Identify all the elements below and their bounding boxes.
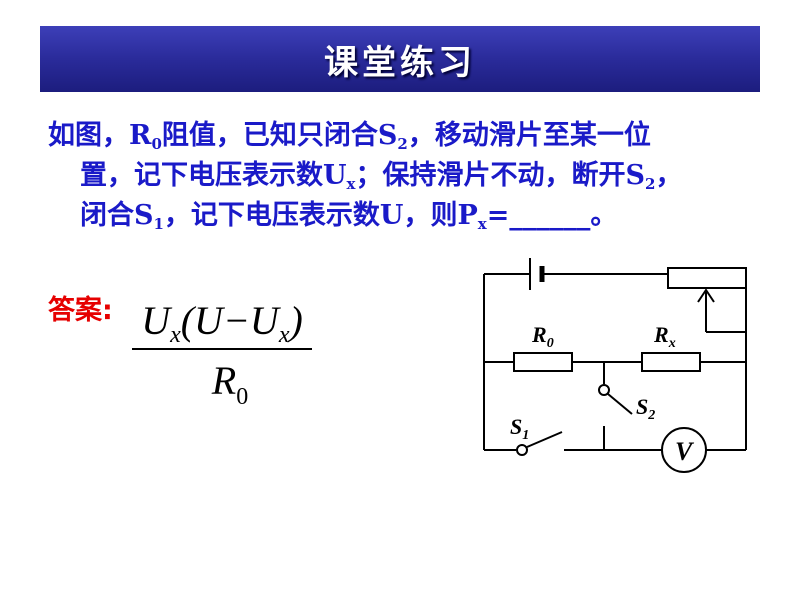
label-s2: S2 bbox=[636, 394, 655, 423]
question-line-1: 如图，R0阻值，已知只闭合S2，移动滑片至某一位 bbox=[48, 116, 760, 156]
switch-s2-pivot bbox=[598, 384, 610, 396]
slider-arrow-icon bbox=[697, 288, 715, 303]
formula-denominator: R0 bbox=[132, 356, 312, 409]
label-rx: Rx bbox=[653, 322, 676, 351]
resistor-rx bbox=[641, 352, 701, 372]
switch-s1-pivot bbox=[516, 444, 528, 456]
rheostat-body bbox=[667, 267, 747, 289]
q1-part-b: 阻值，已知只闭合S bbox=[161, 120, 398, 151]
den-sub-0: 0 bbox=[236, 384, 249, 410]
page-title: 课堂练习 bbox=[324, 42, 476, 83]
q1-sub-b: 2 bbox=[397, 135, 408, 153]
title-bar: 课堂练习 bbox=[40, 26, 760, 92]
q2-sub-a: x bbox=[346, 175, 356, 193]
label-s1: S1 bbox=[510, 414, 529, 443]
num-sub-x2: x bbox=[278, 322, 290, 348]
switch-s1-lever bbox=[526, 431, 563, 448]
q3-sub-a: 1 bbox=[153, 215, 164, 233]
answer-formula: Ux(U−Ux) R0 bbox=[132, 296, 312, 409]
num-end: ) bbox=[289, 298, 303, 343]
q2-part-c: ， bbox=[655, 160, 683, 191]
resistor-r0 bbox=[513, 352, 573, 372]
num-mid: (U−U bbox=[180, 298, 279, 343]
q1-part-c: ，移动滑片至某一位 bbox=[407, 120, 651, 151]
answer-label: 答案: bbox=[48, 295, 113, 326]
num-u: U bbox=[141, 298, 171, 343]
question-line-2: 置，记下电压表示数Ux；保持滑片不动，断开S2， bbox=[48, 156, 760, 196]
q3-sub-b: x bbox=[477, 215, 487, 233]
switch-s2-lever bbox=[607, 393, 633, 415]
question-text: 如图，R0阻值，已知只闭合S2，移动滑片至某一位 置，记下电压表示数Ux；保持滑… bbox=[48, 116, 760, 236]
q1-sub-a: 0 bbox=[151, 135, 162, 153]
num-sub-x1: x bbox=[170, 322, 181, 348]
q3-part-b: ，记下电压表示数U，则P bbox=[163, 200, 478, 231]
circuit-diagram: R0 Rx S1 S2 V bbox=[483, 258, 747, 473]
label-r0: R0 bbox=[531, 322, 554, 351]
fraction-line bbox=[132, 348, 312, 350]
den-r: R bbox=[211, 358, 237, 403]
q2-sub-b: 2 bbox=[645, 175, 656, 193]
q3-part-c: =______。 bbox=[486, 200, 618, 231]
q3-part-a: 闭合S bbox=[80, 200, 154, 231]
q1-part-a: 如图，R bbox=[48, 120, 152, 151]
question-line-3: 闭合S1，记下电压表示数U，则Px=______。 bbox=[48, 196, 760, 236]
q2-part-a: 置，记下电压表示数U bbox=[80, 160, 347, 191]
formula-numerator: Ux(U−Ux) bbox=[132, 296, 312, 348]
q2-part-b: ；保持滑片不动，断开S bbox=[355, 160, 646, 191]
label-voltmeter: V bbox=[675, 437, 695, 466]
